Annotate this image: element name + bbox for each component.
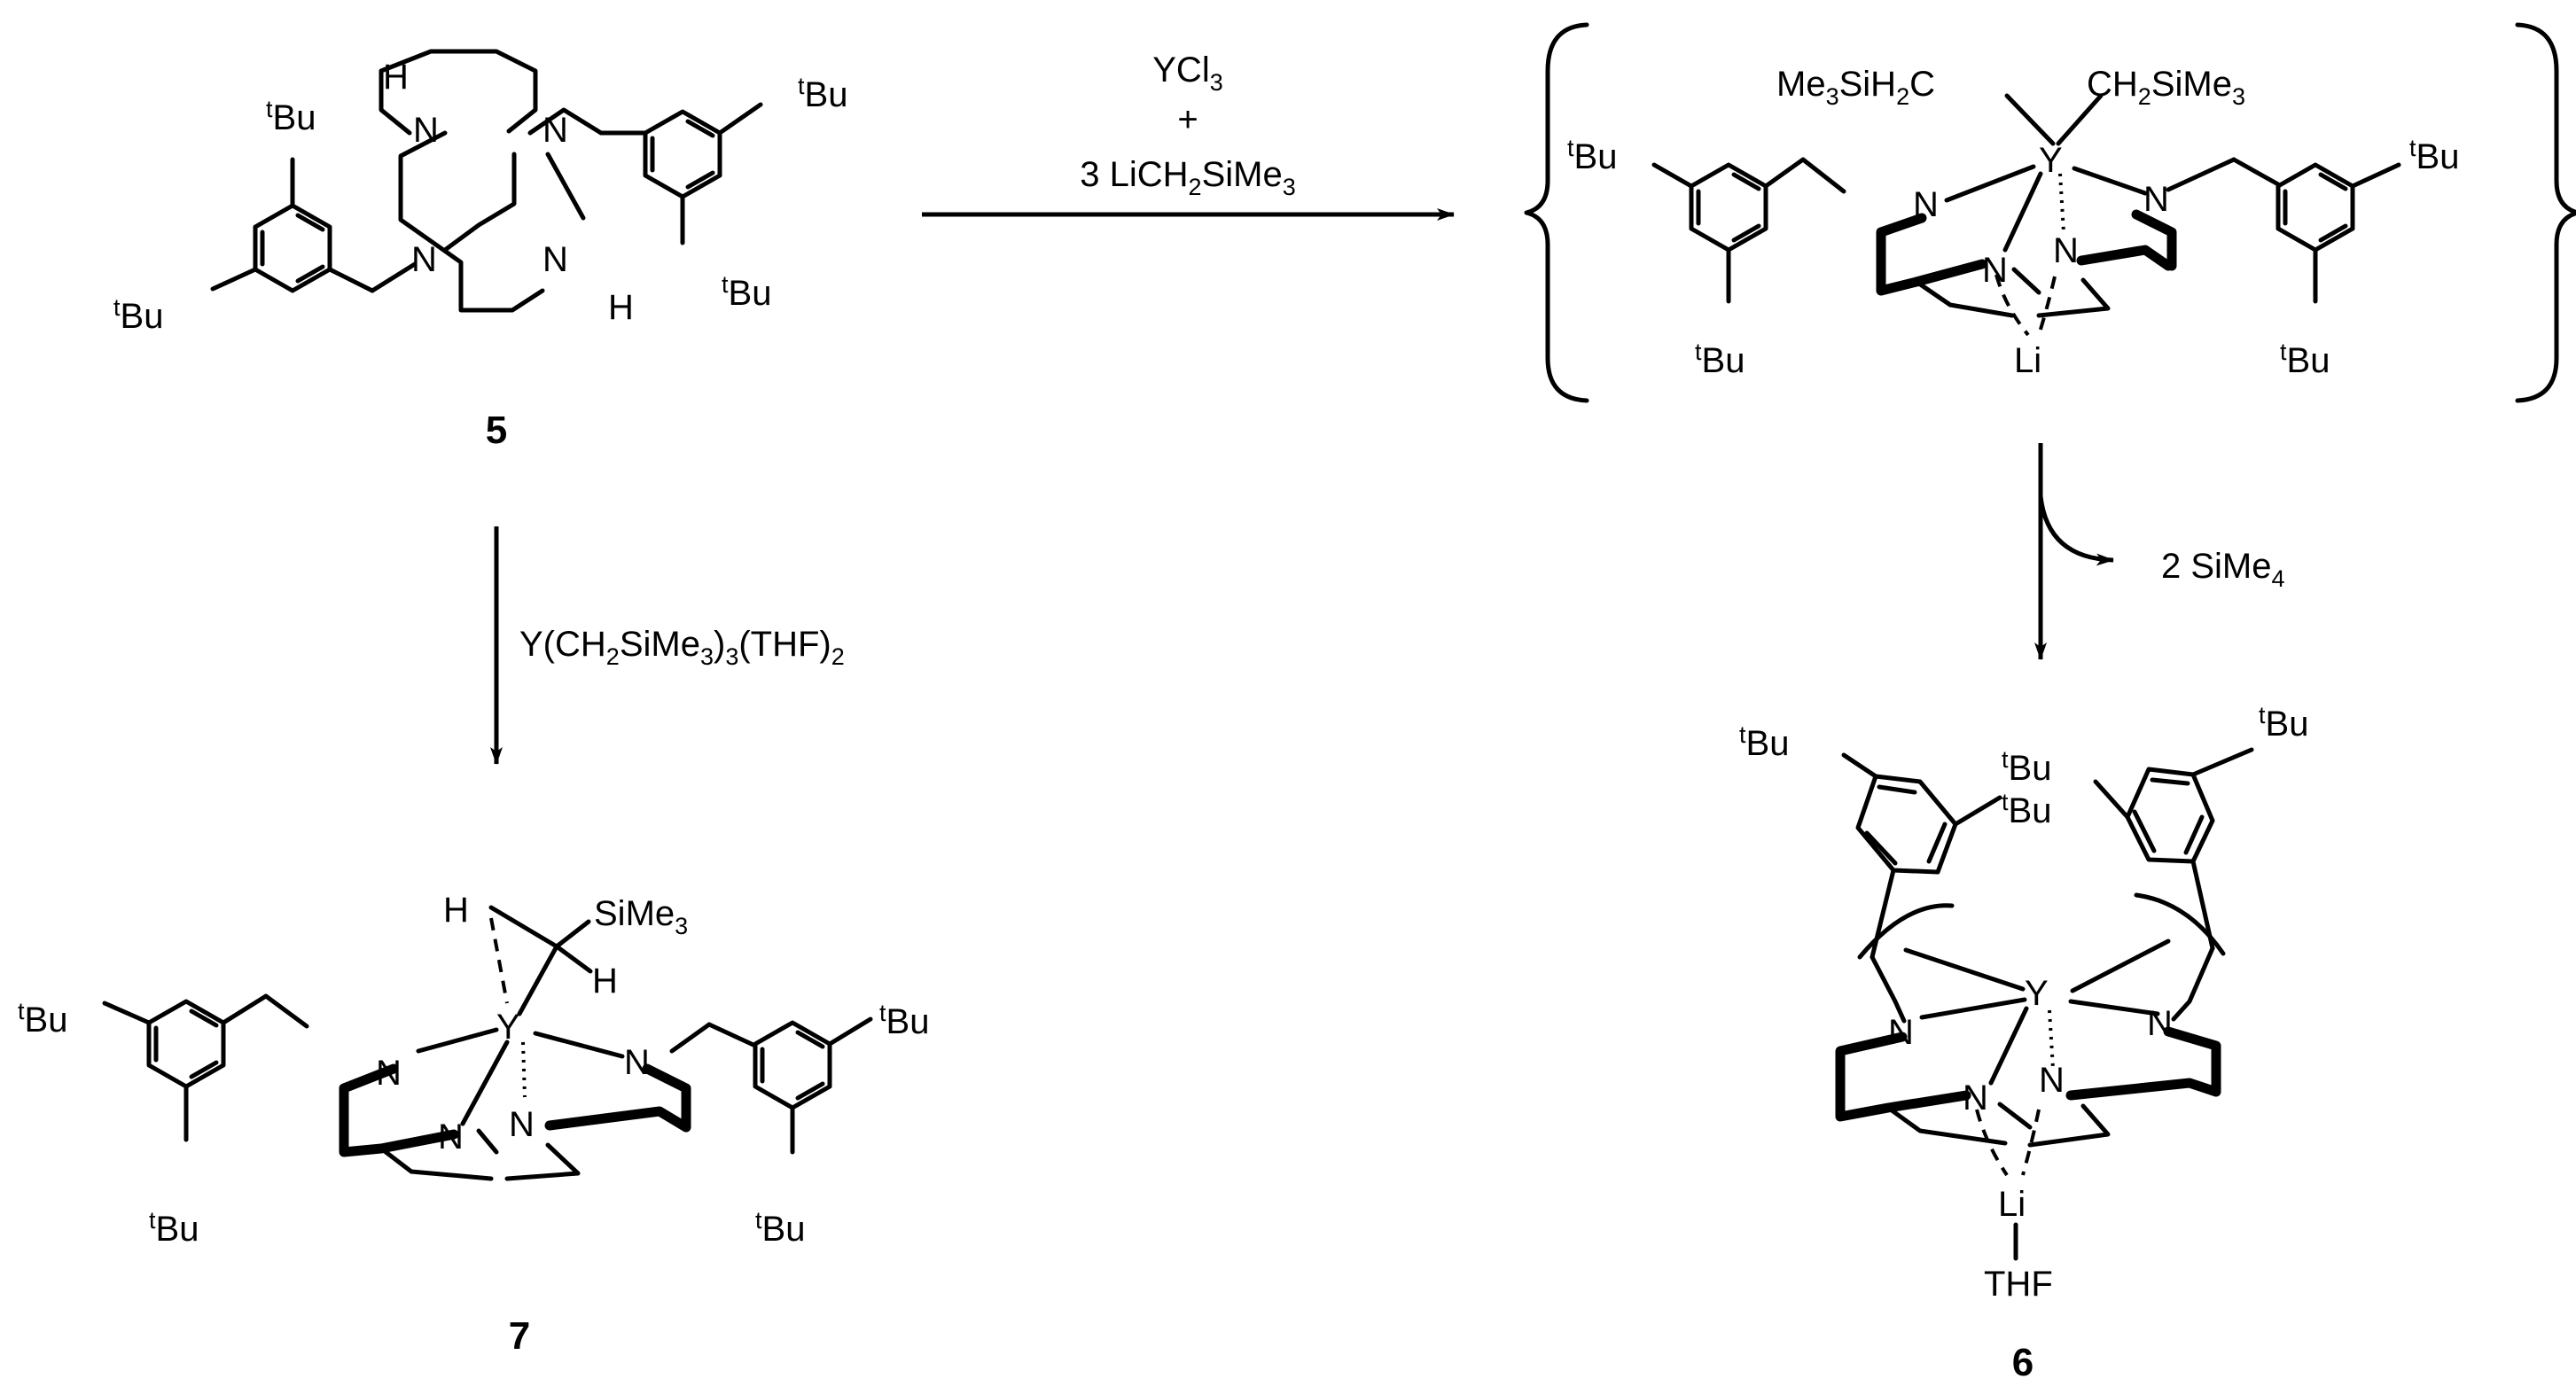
compound-5-n-3: N [411,240,437,279]
tbu-label: tBu [266,96,316,137]
reagent-lich2sime3: 3 LiCH2SiMe3 [1080,155,1295,200]
ligand-sime3: SiMe3 [594,894,688,939]
compound-6-n-4: N [2039,1061,2065,1100]
compound-7-n-1: N [376,1054,402,1093]
compound-5-right-aryl-ring [643,109,722,199]
reagent-y-ch2sime3-3-thf-2: Y(CH2SiMe3)3(THF)2 [519,625,845,670]
tbu-label: tBu [149,1207,199,1249]
intermediate-left-aryl-ring [1689,162,1768,253]
compound-6 [1835,747,2254,1261]
tbu-label: tBu [2280,339,2330,380]
tbu-label: tBu [2002,789,2051,830]
intermediate-n-1: N [1913,185,1939,224]
compound-5-n-4: N [543,240,568,279]
tbu-label: tBu [798,73,847,114]
compound-7-n-3: N [438,1118,464,1156]
compound-number-5: 5 [486,409,507,452]
compound-6-left-aryl-ring [1855,774,1958,875]
tbu-label: tBu [2409,135,2459,176]
intermediate-n-2: N [2143,180,2169,219]
left-curly-bracket [1524,22,1589,403]
compound-5-nh-h-bottom: H [608,288,634,327]
methylene-h: H [592,962,618,1001]
compound-number-7: 7 [509,1314,530,1358]
intermediate-lithium: Li [2014,341,2041,380]
byproduct-curved-arrow [2038,495,2114,566]
intermediate-right-aryl-ring [2275,162,2355,253]
compound-number-6: 6 [2012,1341,2033,1384]
tbu-label: tBu [879,1000,929,1041]
tbu-label: tBu [755,1207,805,1249]
byproduct-sime4: 2 SiMe4 [2161,547,2285,592]
compound-7-n-4: N [509,1105,535,1144]
tbu-label: tBu [722,271,771,313]
compound-5-left-aryl-ring [253,203,332,293]
tbu-label: tBu [1695,339,1745,380]
compound-5-n-2: N [543,111,568,150]
compound-7-left-aryl-ring [146,999,226,1089]
reagent-ycl3: YCl3 [1152,51,1222,96]
tbu-label: tBu [2259,702,2308,744]
tbu-label: tBu [2002,746,2051,788]
agostic-h: H [443,891,469,930]
compound-7 [102,905,873,1181]
compound-6-n-1: N [1888,1013,1914,1052]
eta-arc-right [2134,892,2226,956]
compound-7-n-2: N [624,1043,650,1082]
intermediate-complex [1651,93,2401,337]
compound-5 [210,49,763,313]
eta-arc-left [1857,903,1955,960]
tbu-label: tBu [113,294,163,336]
compound-6-yttrium: Y [2025,974,2049,1013]
compound-6-thf: THF [1984,1265,2053,1304]
compound-5-nh-h-top: H [383,58,409,97]
tbu-label: tBu [1739,721,1789,763]
compound-6-n-2: N [2147,1004,2173,1043]
compound-7-right-aryl-ring [753,1020,832,1110]
intermediate-yttrium: Y [2039,141,2063,180]
intermediate-n-4: N [2053,231,2079,270]
intermediate-n-3: N [1982,251,2008,290]
ligand-me3sih2c: Me3SiH2C [1776,65,1935,110]
tbu-label: tBu [1567,135,1617,176]
tbu-label: tBu [18,998,67,1040]
compound-7-yttrium: Y [496,1008,520,1047]
compound-5-n-1: N [413,111,439,150]
compound-6-n-3: N [1963,1079,1988,1118]
reagent-plus: + [1177,100,1198,139]
ligand-ch2sime3: CH2SiMe3 [2087,65,2245,110]
right-curly-bracket [2515,22,2576,403]
compound-6-lithium: Li [1998,1185,2026,1224]
